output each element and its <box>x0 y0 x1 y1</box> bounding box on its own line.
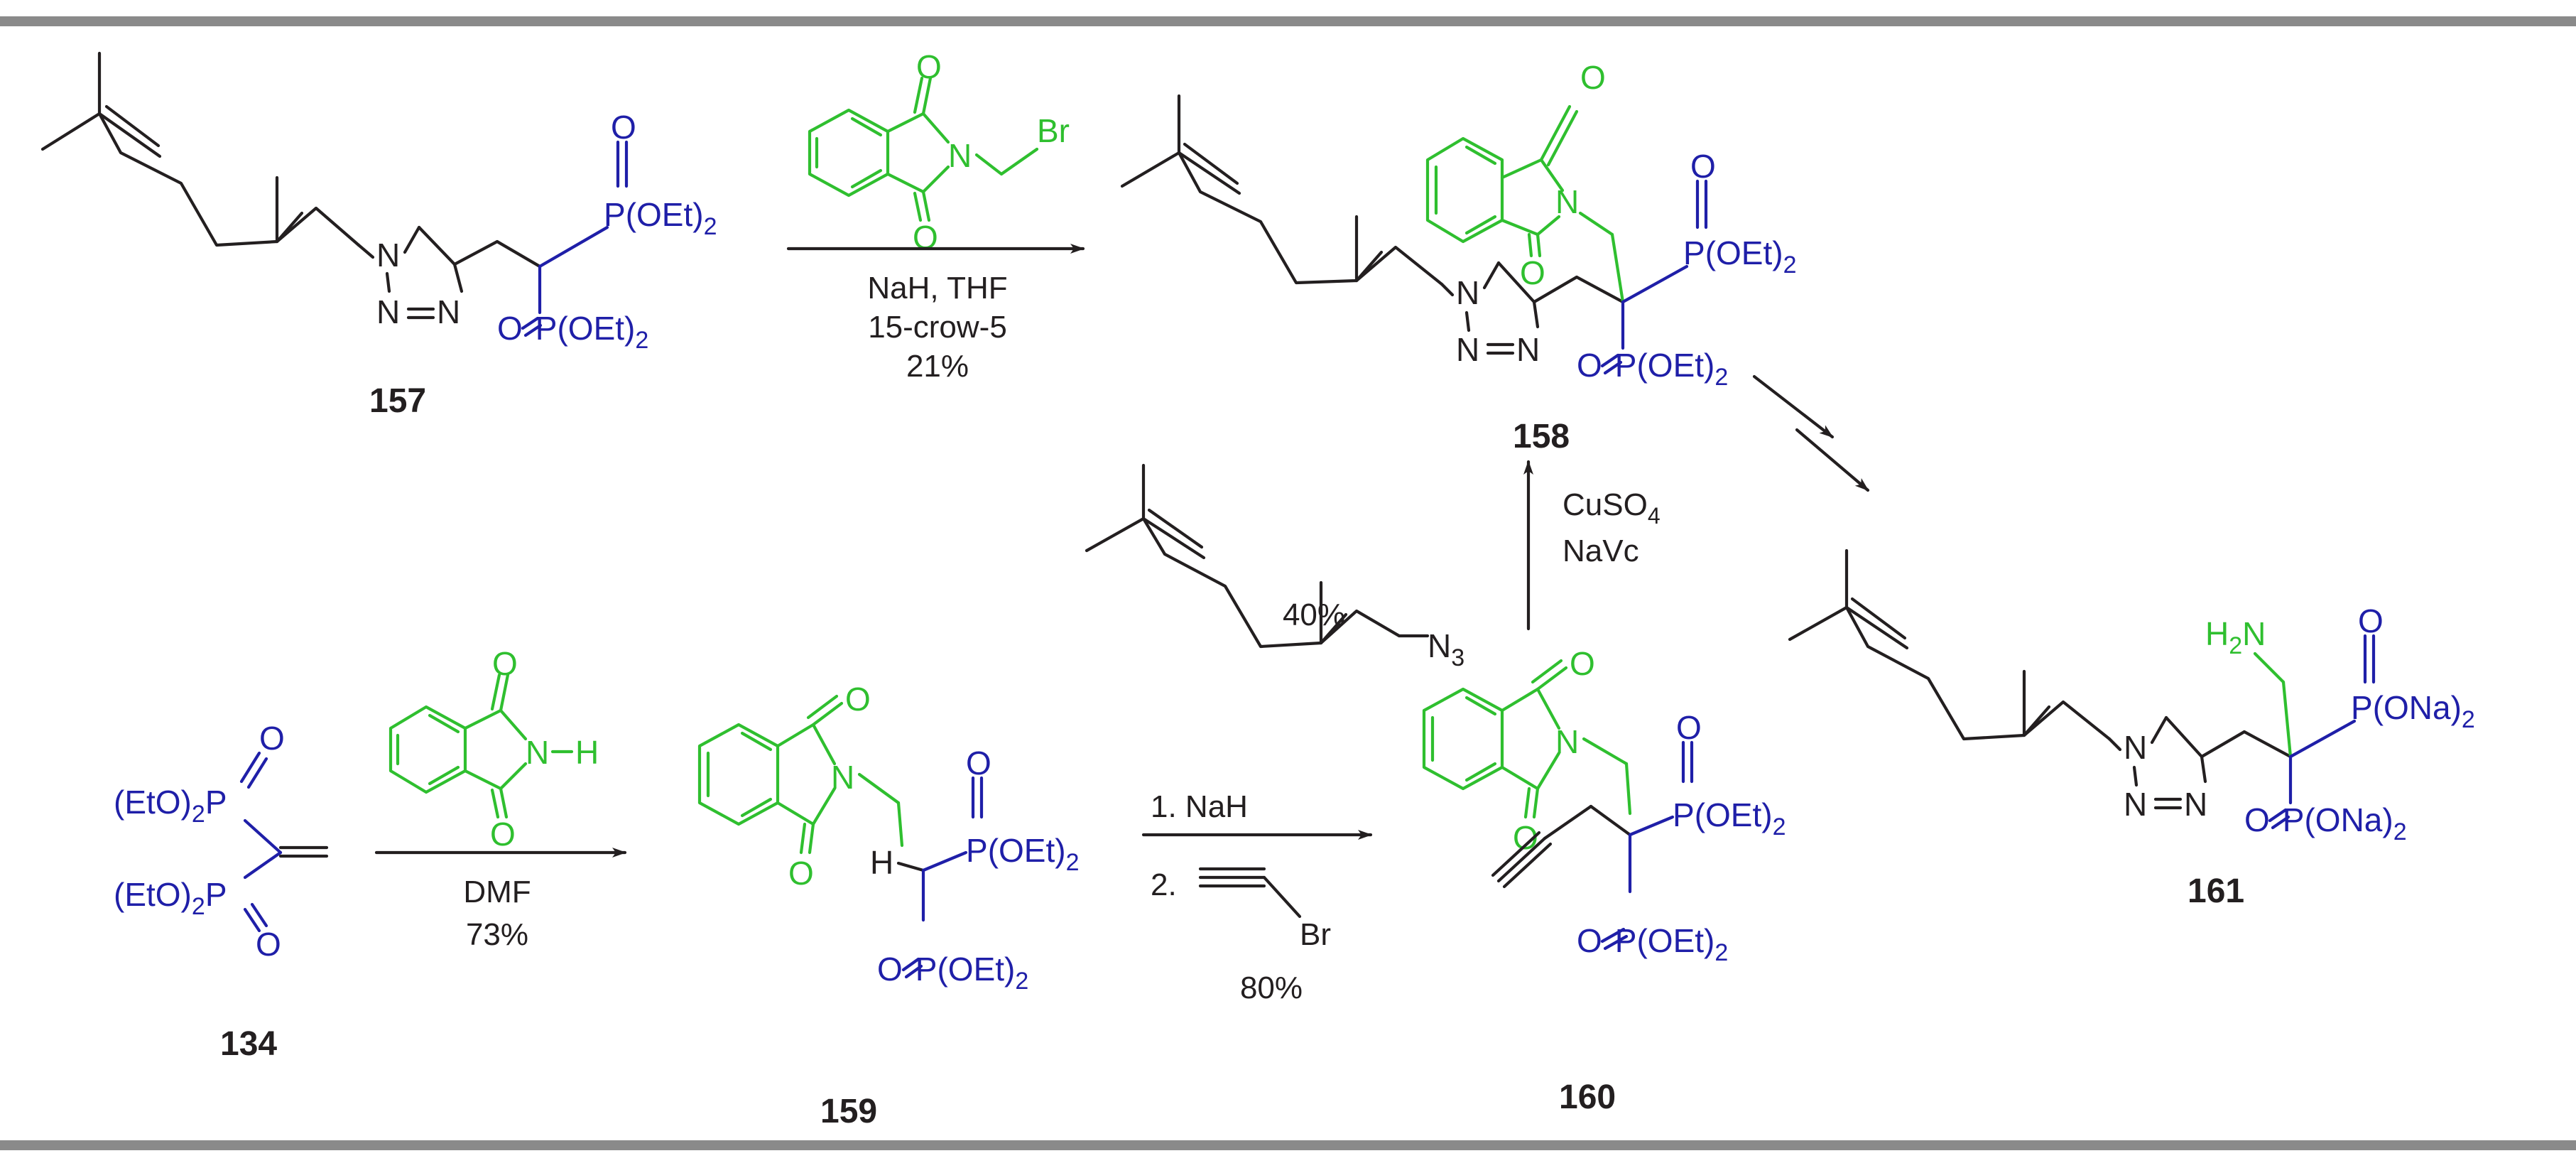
atom-n3-161: N <box>2184 786 2207 823</box>
atom-h-reagent2: H <box>575 734 599 771</box>
cond-step3-yield: 80% <box>1240 970 1303 1005</box>
atom-o-p1-159: O <box>966 745 991 782</box>
cond-step4-yield: 40% <box>1283 597 1345 632</box>
label-159: 159 <box>820 1093 877 1130</box>
atom-o-p1-158: O <box>1690 148 1716 185</box>
cond-step2-yield: 73% <box>466 917 528 952</box>
phosphonate-a-161: P(ONa)2 <box>2351 689 2475 733</box>
ethoxy-bottom-134: (EtO)2P <box>114 876 227 920</box>
cond-step4-line2: NaVc <box>1563 534 1639 568</box>
reagent-bromomethylphthalimide: O O N Br <box>808 48 1070 256</box>
atom-o-bottom-reagent2: O <box>490 816 516 853</box>
label-158: 158 <box>1513 418 1570 455</box>
phosphonate-a-157: P(OEt)2 <box>604 196 717 240</box>
cond-step4-line1: CuSO4 <box>1563 487 1661 529</box>
reagent-geranyl-azide: N3 <box>1085 463 1464 671</box>
triazoline-ring-157 <box>357 243 375 259</box>
cond-step2-line1: DMF <box>463 875 531 909</box>
arrow-158-to-161-b <box>1795 428 1870 492</box>
atom-n-phth-158: N <box>1555 183 1579 220</box>
cond-step1-line2: 15-crow-5 <box>868 310 1007 345</box>
atom-o-bottom-reagent1: O <box>913 219 938 256</box>
geranyl-chain-161 <box>1788 605 2112 741</box>
cond-step3-bromide: Br <box>1300 917 1331 952</box>
arrow-158-to-161-a <box>1752 374 1835 439</box>
atom-o-top-134: O <box>259 720 285 757</box>
atom-o-bottom-134: O <box>256 926 281 963</box>
atom-o-p1-160: O <box>1676 709 1702 746</box>
phosphonate-a-160: P(OEt)2 <box>1673 796 1786 840</box>
atom-o-top-157: O <box>611 109 636 146</box>
label-160: 160 <box>1559 1078 1616 1116</box>
atom-h-159: H <box>870 844 893 881</box>
label-161: 161 <box>2188 872 2244 910</box>
atom-n2-161: N <box>2124 786 2147 823</box>
atom-o-top-160: O <box>1570 645 1595 682</box>
atom-o-top-reagent1: O <box>916 48 942 85</box>
atom-o-top-159: O <box>845 681 871 718</box>
atom-n-reagent2: N <box>526 734 549 771</box>
atom-azide: N3 <box>1428 627 1464 671</box>
atom-n1-158: N <box>1456 274 1479 311</box>
geranyl-chain-157 <box>40 112 361 247</box>
atom-n1-161: N <box>2124 729 2147 766</box>
label-134: 134 <box>220 1025 277 1063</box>
atom-o-top-reagent2: O <box>492 645 518 682</box>
phosphonate-a-159: P(OEt)2 <box>966 832 1080 876</box>
reagent-phthalimide: O O N H <box>388 645 599 853</box>
atom-o-top-158: O <box>1580 59 1606 96</box>
phosphonate-a-158: P(OEt)2 <box>1683 234 1797 279</box>
atom-n-160: N <box>1555 723 1579 760</box>
geranyl-chain-158 <box>1120 151 1444 286</box>
atom-n-159: N <box>831 759 854 796</box>
atom-n-reagent1: N <box>948 137 972 174</box>
atom-amine-161: H2N <box>2205 615 2266 659</box>
atom-n2-158: N <box>1456 331 1479 368</box>
alkyne-160 <box>1496 836 1547 883</box>
atom-br-reagent1: Br <box>1037 112 1070 149</box>
atom-n2-157: N <box>376 293 400 330</box>
atom-n3-158: N <box>1516 331 1540 368</box>
cond-step3-line1: 1. NaH <box>1151 789 1248 824</box>
atom-o-p1-161: O <box>2358 602 2384 639</box>
compound-134: (EtO)2P (EtO)2P O O 134 <box>114 720 329 1063</box>
ethoxy-top-134: (EtO)2P <box>114 784 227 828</box>
atom-o-bottom-158: O <box>1520 254 1545 291</box>
atom-o-bottom-159: O <box>788 855 814 892</box>
cond-step3-line2: 2. <box>1151 867 1177 902</box>
cond-step1-yield: 21% <box>906 349 969 384</box>
label-157: 157 <box>369 382 426 420</box>
cond-step1-line1: NaH, THF <box>867 271 1007 305</box>
atom-n1-157: N <box>376 237 400 274</box>
atom-n3-157: N <box>437 293 460 330</box>
